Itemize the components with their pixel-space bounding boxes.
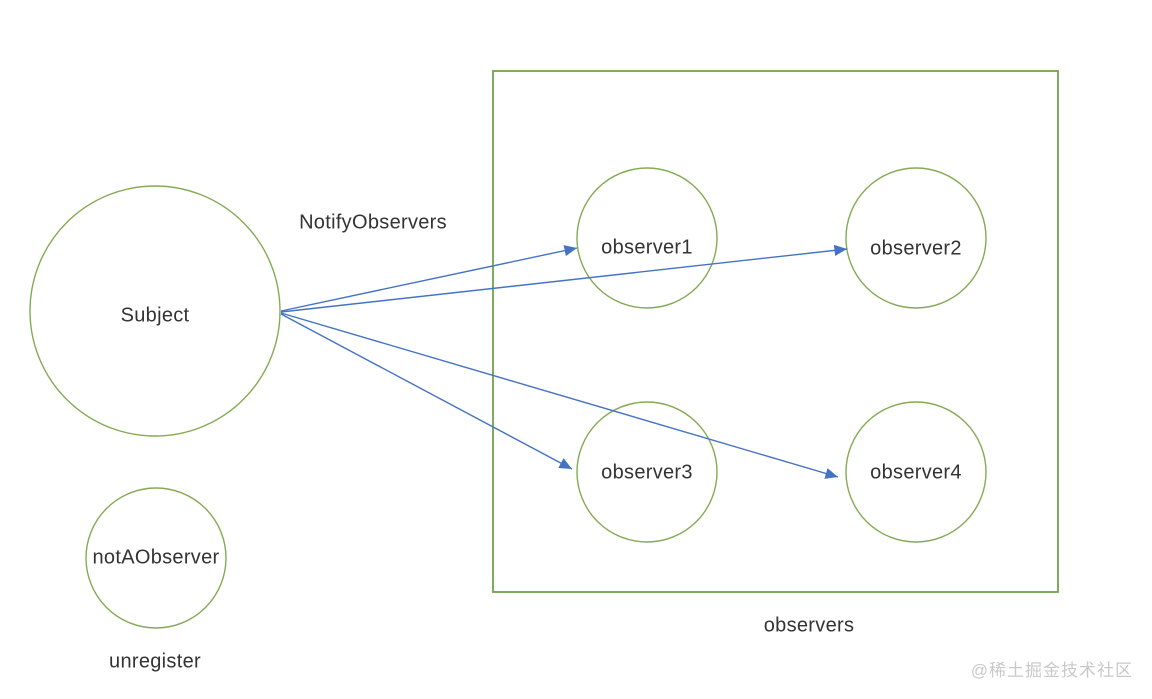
observer2-circle	[845, 167, 987, 309]
subject-circle	[29, 185, 281, 437]
subject-label: Subject	[120, 304, 190, 327]
unregister-label: unregister	[109, 650, 201, 673]
arrow-subject-to-observer2	[280, 244, 848, 313]
notify-observers-label: NotifyObservers	[299, 211, 447, 234]
observer4-circle	[845, 401, 987, 543]
arrow-subject-to-observer3	[280, 313, 573, 470]
observers-group-label: observers	[763, 614, 855, 637]
observers-group-box	[492, 70, 1059, 593]
notaobserver-circle	[85, 487, 227, 629]
observer1-circle	[576, 167, 718, 309]
arrow-subject-to-observer1	[280, 245, 578, 312]
notaobserver-label: notAObserver	[92, 546, 220, 569]
observer4-label: observer4	[870, 461, 962, 484]
observer3-label: observer3	[601, 461, 693, 484]
observer2-label: observer2	[870, 237, 962, 260]
arrow-subject-to-observer4	[280, 312, 839, 479]
watermark-text: @稀土掘金技术社区	[970, 661, 1133, 680]
observer3-circle	[576, 401, 718, 543]
observer1-label: observer1	[601, 236, 693, 259]
